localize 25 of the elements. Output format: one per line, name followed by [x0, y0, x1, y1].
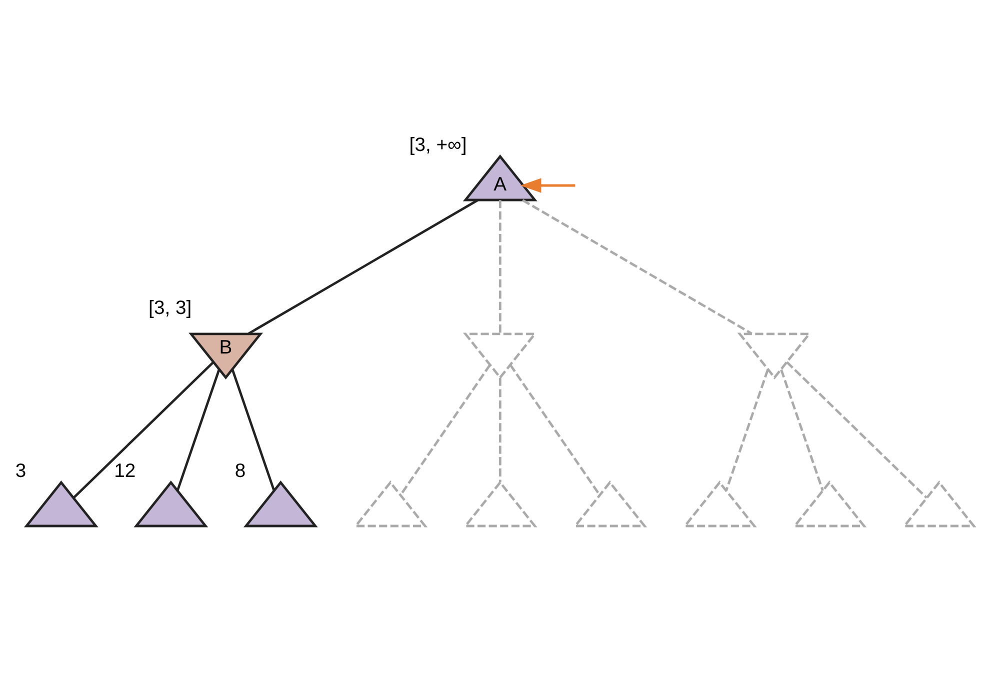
connector [509, 364, 600, 495]
arrow [520, 178, 576, 192]
node-triangle [24, 480, 98, 527]
connector [231, 368, 276, 491]
node-triangle [353, 480, 428, 527]
node-label: [3, +∞] [409, 133, 467, 156]
node-triangle [134, 480, 208, 527]
connector [72, 360, 214, 498]
connector [786, 360, 928, 498]
node-label: [3, 3] [148, 296, 192, 318]
node-triangle [462, 332, 538, 379]
node-label: 8 [234, 459, 246, 482]
connector [498, 200, 502, 334]
node-triangle [792, 480, 867, 527]
connector [522, 198, 752, 334]
connector [176, 368, 220, 491]
connector [248, 198, 478, 334]
node-label: 3 [15, 459, 26, 482]
node-triangle [243, 480, 318, 527]
connector [498, 377, 502, 482]
node-triangle [572, 480, 648, 527]
connector [725, 368, 769, 491]
connector [400, 364, 492, 495]
node-label: 12 [114, 459, 136, 482]
connector [780, 368, 824, 491]
